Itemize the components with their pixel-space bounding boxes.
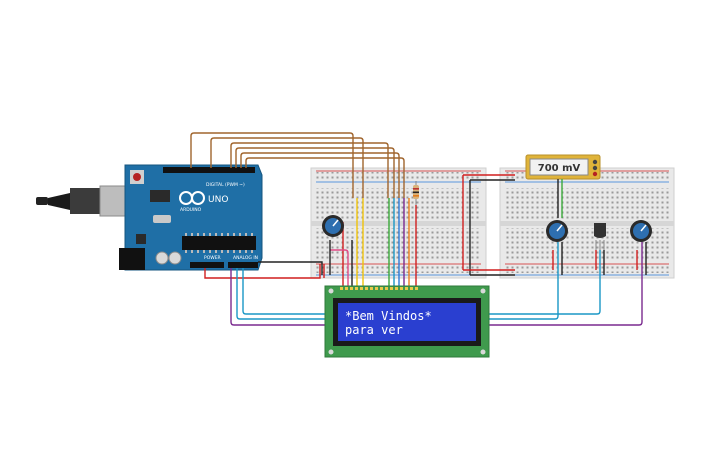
probe-socket <box>592 159 598 165</box>
analog-label: ANALOG IN <box>233 255 258 261</box>
probe-socket <box>592 171 598 177</box>
lcd-screen <box>338 303 476 341</box>
breadboard-right <box>499 167 675 279</box>
temperature-sensor[interactable] <box>594 223 606 250</box>
power-wires[interactable] <box>204 261 323 279</box>
arduino-uno-board[interactable]: DIGITAL (PWM ~) UNO ARDUINO POWER ANALOG… <box>36 164 263 271</box>
lcd-line-2: para ver <box>345 323 403 337</box>
potentiometer-right[interactable] <box>630 220 652 242</box>
power-label: POWER <box>204 255 221 261</box>
power-jack <box>119 248 145 270</box>
arduino-logo-icon <box>179 191 205 205</box>
lcd-line-1: *Bem Vindos* <box>345 309 432 323</box>
potentiometer-left[interactable] <box>322 215 344 237</box>
power-header <box>190 262 224 268</box>
data-wires[interactable] <box>190 132 405 198</box>
digital-header <box>163 167 255 173</box>
resistor[interactable] <box>413 181 419 205</box>
rail-wires[interactable] <box>462 174 515 276</box>
lcd-wires[interactable] <box>323 198 417 287</box>
analog-header <box>228 262 258 268</box>
terminal-strip-top <box>505 188 669 220</box>
power-rail-bottom <box>505 265 669 273</box>
model-label: UNO <box>208 195 228 205</box>
potentiometer-middle[interactable] <box>546 220 568 242</box>
probe-socket <box>592 165 598 171</box>
usb-cable <box>36 197 48 205</box>
reset-button[interactable] <box>133 173 141 181</box>
lcd-header-pins <box>340 287 418 290</box>
digital-label: DIGITAL (PWM ~) <box>206 182 245 188</box>
multimeter[interactable]: 700 mV <box>525 154 601 218</box>
brand-label: ARDUINO <box>180 207 202 213</box>
multimeter-reading: 700 mV <box>538 163 581 174</box>
sensor-wires[interactable] <box>552 242 647 275</box>
atmega-chip <box>182 236 256 250</box>
lcd-display[interactable]: *Bem Vindos* para ver <box>324 285 490 358</box>
